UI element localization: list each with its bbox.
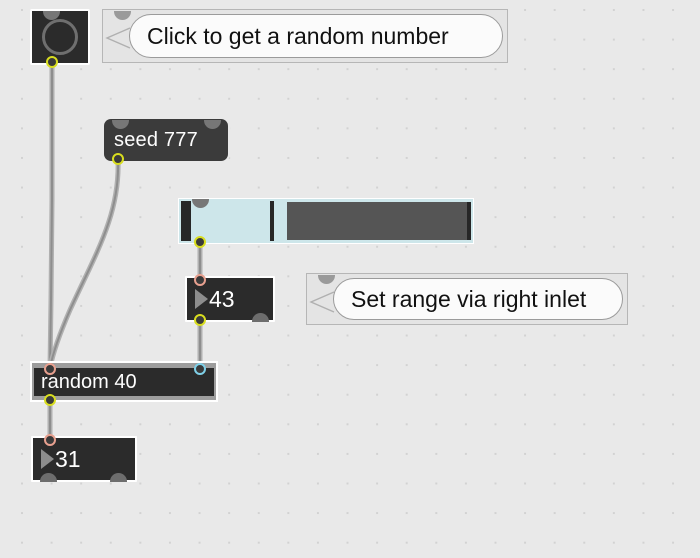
number-box-output-outlet-left-nub[interactable] xyxy=(40,473,57,482)
slider-bar[interactable] xyxy=(287,202,471,240)
random-inlet-right[interactable] xyxy=(194,363,206,375)
hslider[interactable] xyxy=(178,198,474,244)
comment-text-2: Set range via right inlet xyxy=(351,285,587,312)
number-box-output-value: 31 xyxy=(55,445,81,472)
comment-set-range[interactable]: Set range via right inlet xyxy=(306,273,628,325)
slider-inlet-nub[interactable] xyxy=(192,199,209,208)
number-box-value: 43 xyxy=(209,285,235,312)
bang-circle-icon xyxy=(42,19,78,55)
random-object[interactable]: random 40 xyxy=(34,368,214,396)
message-outlet[interactable] xyxy=(112,153,124,165)
bang-object[interactable] xyxy=(30,9,90,65)
number-box-range[interactable]: 43 xyxy=(185,276,275,322)
random-inlet-left[interactable] xyxy=(44,363,56,375)
slider-tick-marker xyxy=(270,201,274,241)
bang-inlet-nub[interactable] xyxy=(43,11,60,20)
message-inlet-right-nub[interactable] xyxy=(204,120,221,129)
slider-knob[interactable] xyxy=(181,201,191,241)
balloon-tail-icon-2 xyxy=(309,291,335,313)
random-outlet[interactable] xyxy=(44,394,56,406)
random-object-text: random 40 xyxy=(41,370,137,393)
slider-outlet[interactable] xyxy=(194,236,206,248)
comment-balloon-2: Set range via right inlet xyxy=(333,278,623,320)
number-box-output-inlet[interactable] xyxy=(44,434,56,446)
number-box-output-triangle-icon xyxy=(41,449,54,469)
comment-click-to-get-random[interactable]: Click to get a random number xyxy=(102,9,508,63)
comment-text: Click to get a random number xyxy=(147,22,449,49)
number-box-range-inlet[interactable] xyxy=(194,274,206,286)
comment-inlet-nub-2 xyxy=(318,275,335,284)
bang-outlet[interactable] xyxy=(46,56,58,68)
comment-balloon: Click to get a random number xyxy=(129,14,503,58)
number-box-output-outlet-right-nub[interactable] xyxy=(110,473,127,482)
number-box-triangle-icon xyxy=(195,289,208,309)
comment-inlet-nub xyxy=(114,11,131,20)
message-box-text: seed 777 xyxy=(114,128,198,151)
message-inlet-left-nub[interactable] xyxy=(112,120,129,129)
number-box-range-outlet[interactable] xyxy=(194,314,206,326)
balloon-tail-icon xyxy=(105,27,131,49)
number-box-range-outlet-right-nub[interactable] xyxy=(252,313,269,322)
